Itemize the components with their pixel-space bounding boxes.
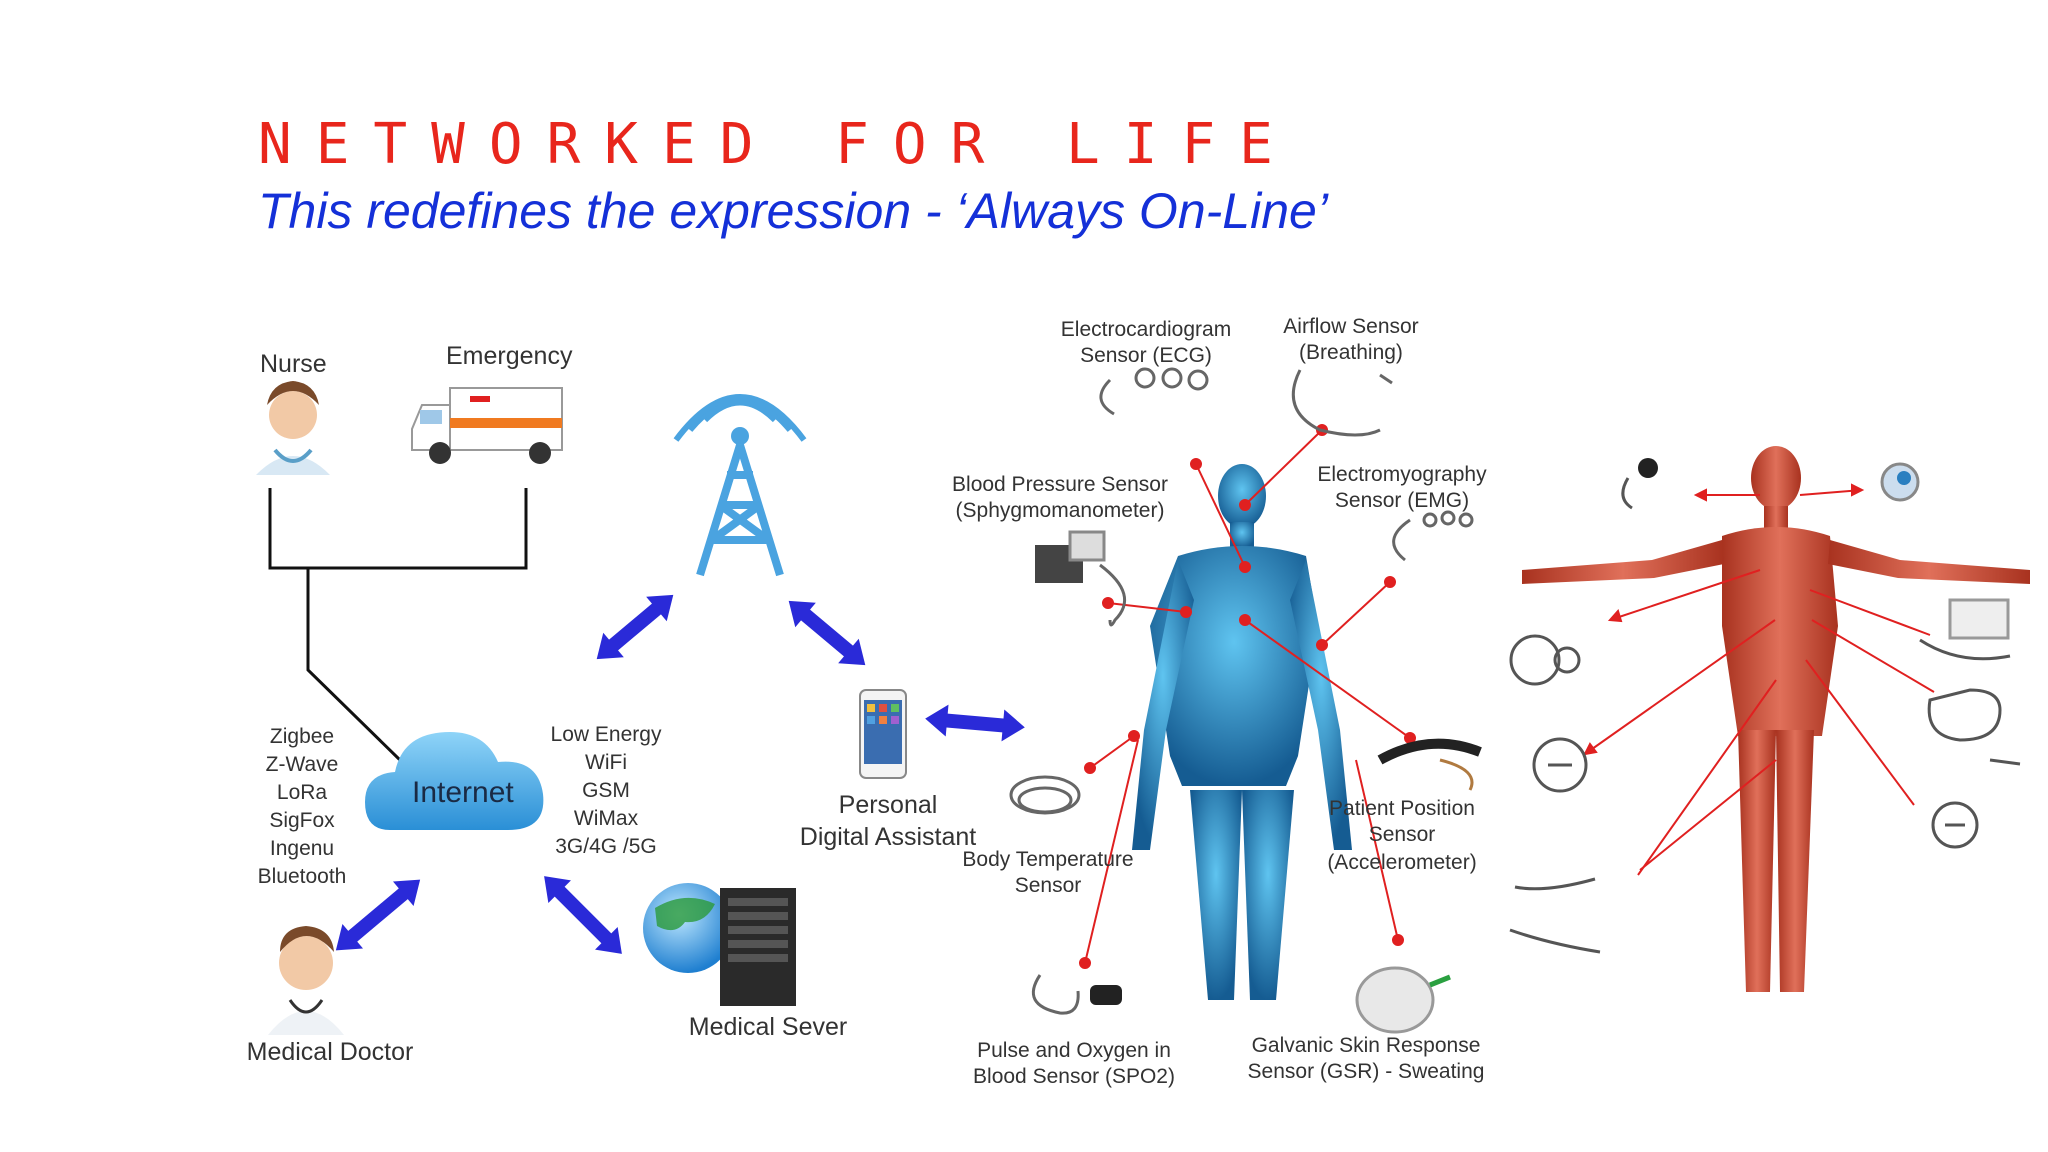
pda-label-line2: Digital Assistant — [800, 823, 977, 851]
page-title: NETWORKED FOR LIFE — [258, 112, 1297, 177]
pulse-oximeter-icon — [1031, 974, 1122, 1015]
protocol-wimax: WiMax — [574, 807, 639, 830]
pacemaker-icon — [1927, 688, 2021, 766]
protocol-bluetooth: Bluetooth — [258, 865, 347, 888]
cochlear-implant-icon — [1621, 458, 1658, 510]
catheter-icon — [1509, 877, 1601, 954]
monitor-device-icon — [1919, 598, 2011, 661]
internet-label: Internet — [412, 776, 514, 809]
nurse-label: Nurse — [260, 350, 327, 378]
link-lines — [268, 488, 528, 762]
ecg-label-line1: Electrocardiogram — [1061, 318, 1231, 341]
protocols-left: Zigbee Z-Wave LoRa SigFox Ingenu Bluetoo… — [258, 725, 347, 888]
deep-brain-device-icon — [1509, 634, 1581, 686]
protocol-ingenu: Ingenu — [270, 837, 334, 860]
nurse-figure — [256, 381, 330, 475]
protocol-low-energy: Low Energy — [551, 723, 662, 746]
arrow-cloud-doctor — [335, 879, 421, 951]
emergency-label: Emergency — [446, 342, 573, 370]
arrow-pda-body — [925, 704, 1025, 742]
page-subtitle: This redefines the expression - ‘Always … — [258, 183, 1328, 239]
medical-server-icon — [643, 883, 796, 1006]
body-sensor-panel: Electrocardiogram Sensor (ECG) Airflow S… — [952, 315, 1487, 1088]
patient-position-label-line1: Patient Position — [1329, 797, 1475, 820]
pda-label-line1: Personal — [839, 791, 938, 819]
tower-icon — [673, 394, 807, 577]
neurostimulator-icon-right — [1931, 801, 1979, 849]
implant-devices — [1509, 458, 2021, 954]
protocol-gsm: GSM — [582, 779, 630, 802]
sensor-devices — [1009, 367, 1482, 1034]
emg-label-line2: Sensor (EMG) — [1335, 489, 1469, 512]
protocol-cellular: 3G/4G /5G — [555, 835, 657, 858]
muscle-body-figure — [1522, 446, 2030, 992]
implant-pointers — [1583, 483, 1935, 876]
human-body-figure — [1132, 464, 1352, 1000]
ecg-sensor-icon — [1099, 367, 1209, 416]
accelerometer-belt-icon — [1377, 738, 1482, 791]
arrow-cloud-tower — [596, 594, 674, 660]
temperature-probe-icon — [1009, 775, 1081, 815]
spo2-label-line2: Blood Sensor (SPO2) — [973, 1065, 1175, 1088]
patient-position-label-line3: (Accelerometer) — [1327, 851, 1476, 874]
doctor-figure — [268, 926, 344, 1035]
ambulance-icon — [411, 387, 563, 464]
blood-pressure-label-line2: (Sphygmomanometer) — [956, 499, 1165, 522]
blood-pressure-label-line1: Blood Pressure Sensor — [952, 473, 1168, 496]
protocol-zwave: Z-Wave — [266, 753, 339, 776]
protocol-lora: LoRa — [277, 781, 328, 804]
emg-sensor-icon — [1392, 510, 1474, 562]
emg-label-line1: Electromyography — [1317, 463, 1487, 486]
ecg-label-line2: Sensor (ECG) — [1080, 344, 1212, 367]
airflow-sensor-icon — [1291, 369, 1393, 437]
protocols-right: Low Energy WiFi GSM WiMax 3G/4G /5G — [551, 723, 662, 858]
airflow-label-line2: (Breathing) — [1299, 341, 1403, 364]
protocol-zigbee: Zigbee — [270, 725, 334, 748]
patient-position-label-line2: Sensor — [1369, 823, 1436, 846]
smartphone-icon — [859, 689, 907, 779]
sensor-labels: Electrocardiogram Sensor (ECG) Airflow S… — [952, 315, 1487, 1088]
blood-pressure-cuff-icon — [1035, 530, 1126, 627]
body-temp-label-line2: Sensor — [1015, 874, 1082, 897]
medical-server-label: Medical Sever — [689, 1013, 847, 1041]
body-temp-label-line1: Body Temperature — [962, 848, 1133, 871]
network-panel: Nurse Emergency Interne — [247, 342, 1025, 1066]
double-arrows — [335, 594, 1025, 954]
eye-implant-icon — [1880, 462, 1920, 502]
spo2-label-line1: Pulse and Oxygen in — [977, 1039, 1171, 1062]
sensor-pointers — [1079, 424, 1416, 969]
protocol-sigfox: SigFox — [269, 809, 335, 832]
implant-panel — [1509, 446, 2030, 992]
airflow-label-line1: Airflow Sensor — [1283, 315, 1418, 338]
gsr-label-line2: Sensor (GSR) - Sweating — [1248, 1060, 1485, 1083]
protocol-wifi: WiFi — [585, 751, 627, 774]
arrow-tower-pda — [788, 600, 866, 666]
arrow-cloud-server — [544, 876, 622, 954]
neurostimulator-icon-left — [1532, 737, 1588, 793]
medical-doctor-label: Medical Doctor — [247, 1038, 414, 1066]
gsr-sensor-icon — [1355, 966, 1451, 1034]
gsr-label-line1: Galvanic Skin Response — [1252, 1034, 1481, 1057]
internet-cloud-icon — [365, 732, 544, 830]
